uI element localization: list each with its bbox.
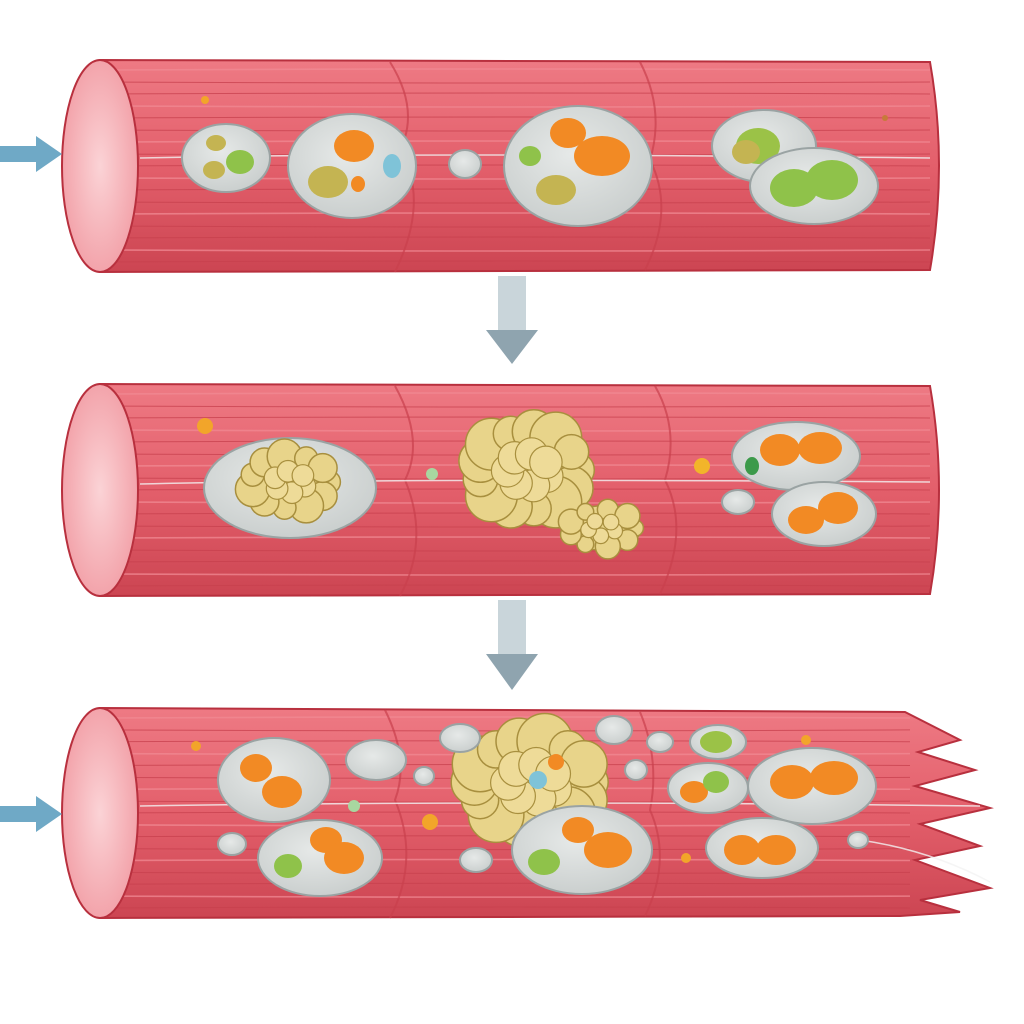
fiber-stage-1	[61, 58, 940, 274]
vacuole	[511, 805, 653, 895]
fiber-stage-2	[61, 382, 940, 598]
small-vacuole	[413, 766, 435, 786]
small-vacuole	[624, 759, 648, 781]
small-vacuole	[345, 739, 407, 781]
striation-line	[104, 236, 931, 239]
fiber-segment-line	[384, 709, 408, 919]
striation-line	[104, 260, 931, 263]
step-arrow-2-to-3	[486, 600, 538, 690]
aggregate	[458, 409, 596, 529]
small-vacuole	[721, 489, 755, 515]
striation-line	[104, 560, 931, 563]
debris-particle	[882, 115, 888, 121]
debris-particle	[197, 418, 213, 434]
debris-particle	[694, 458, 710, 474]
vacuole	[181, 123, 271, 193]
small-vacuole	[439, 723, 481, 753]
aggregate-lobe	[291, 464, 315, 487]
aggregate-clump	[234, 438, 342, 524]
vacuole	[749, 147, 879, 225]
striation-line	[104, 392, 931, 395]
vacuole	[689, 724, 747, 760]
aggregate-clump	[458, 409, 596, 529]
striation-line	[104, 105, 931, 108]
striation-line	[104, 68, 931, 71]
vacuole	[503, 105, 653, 227]
flow-arrow-left-top	[0, 136, 62, 172]
striation-line	[104, 249, 931, 252]
debris-particle	[422, 814, 438, 830]
striation-line	[104, 405, 931, 408]
striation-line	[104, 716, 911, 719]
striation-line	[104, 92, 931, 95]
small-vacuole	[847, 831, 869, 849]
vacuole	[287, 113, 417, 219]
vacuole	[667, 762, 749, 814]
aggregate-clump	[557, 498, 645, 560]
vacuole	[731, 421, 861, 491]
vacuole	[705, 817, 819, 879]
step-arrow-1-to-2	[486, 276, 538, 364]
fiber-end-face	[61, 707, 139, 919]
fiber-end-face	[61, 59, 139, 273]
flow-arrow-left-bottom	[0, 796, 62, 832]
fiber-stage-3	[61, 706, 994, 920]
debris-particle	[348, 800, 360, 812]
vacuole	[217, 737, 331, 823]
debris-particle	[191, 741, 201, 751]
striation-line	[104, 116, 931, 119]
small-vacuole	[459, 847, 493, 873]
aggregate-lobe	[529, 445, 563, 480]
debris-particle	[801, 735, 811, 745]
aggregate	[557, 498, 645, 560]
small-vacuole	[595, 715, 633, 745]
vacuole	[771, 481, 877, 547]
striation-line	[104, 573, 931, 576]
debris-particle	[681, 853, 691, 863]
small-vacuole	[448, 149, 482, 179]
debris-particle	[201, 96, 209, 104]
aggregate-in-vacuole	[203, 437, 377, 539]
small-vacuole	[646, 731, 674, 753]
fiber-end-face	[61, 383, 139, 597]
vacuole	[747, 747, 877, 825]
striation-line	[104, 225, 931, 228]
striation-line	[104, 882, 911, 885]
aggregate-lobe	[586, 512, 604, 530]
striation-line	[104, 584, 931, 587]
striation-line	[104, 906, 911, 909]
striation-line	[104, 81, 931, 84]
debris-particle	[426, 468, 438, 480]
vacuole	[257, 819, 383, 897]
small-vacuole	[217, 832, 247, 856]
striation-line	[104, 895, 911, 898]
striation-line	[104, 549, 931, 552]
aggregate-lobe	[602, 513, 620, 531]
